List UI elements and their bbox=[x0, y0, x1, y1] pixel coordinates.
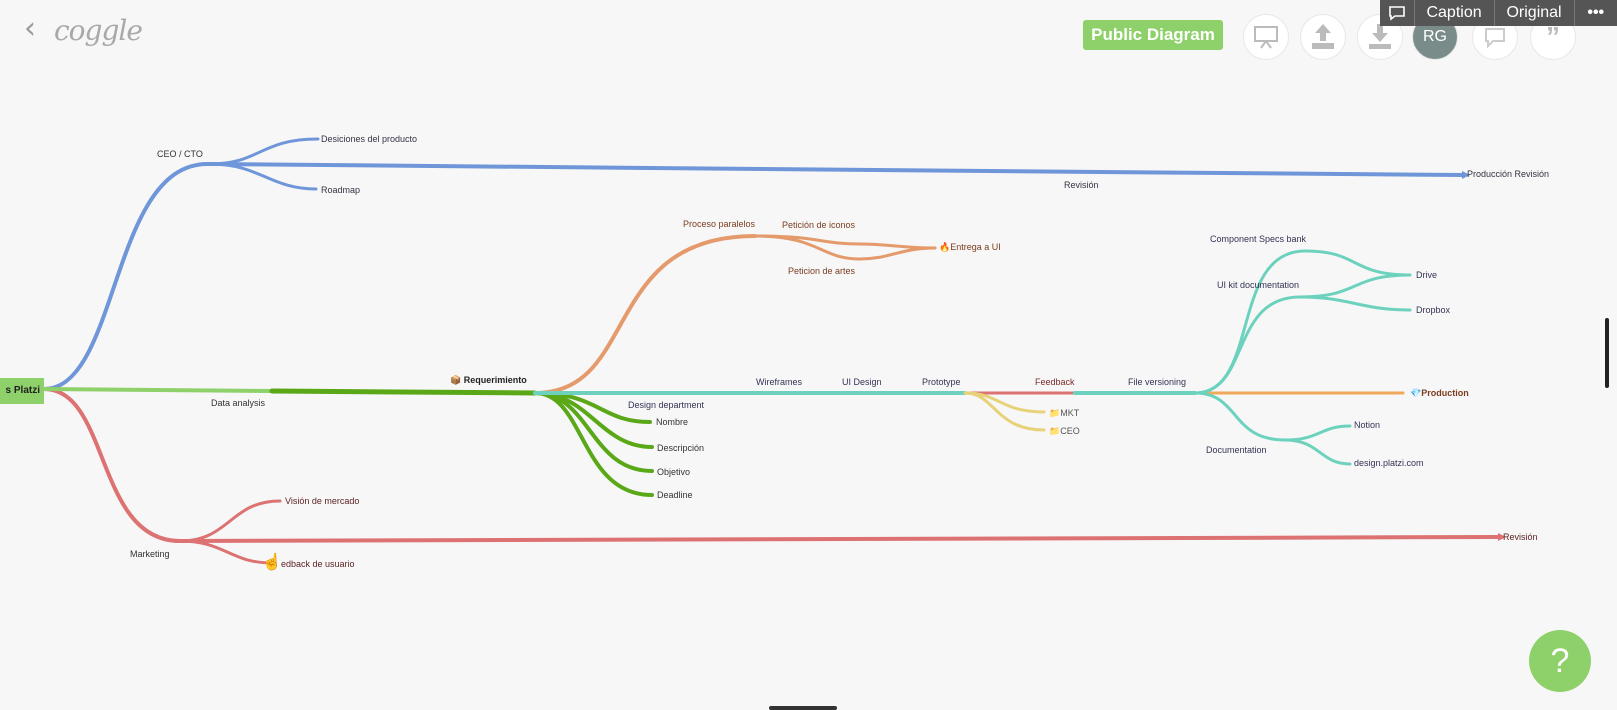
node-ceo2[interactable]: 📁CEO bbox=[1049, 427, 1080, 436]
branch-peticion-iconos[interactable] bbox=[753, 234, 937, 250]
caption-bubble-button[interactable] bbox=[1380, 0, 1415, 26]
vertical-scrollbar[interactable] bbox=[1605, 318, 1609, 388]
gem-emoji: 💎 bbox=[1410, 388, 1422, 398]
arrow-head-top bbox=[1462, 171, 1470, 179]
branch-requerimiento[interactable] bbox=[269, 388, 538, 396]
public-diagram-button[interactable]: Public Diagram bbox=[1083, 20, 1223, 50]
arrow-head-bottom bbox=[1498, 533, 1506, 541]
node-ui-design[interactable]: UI Design bbox=[842, 377, 882, 387]
branch-drive[interactable] bbox=[1298, 249, 1412, 299]
node-data-analysis[interactable]: Data analysis bbox=[211, 398, 266, 408]
original-tab[interactable]: Original bbox=[1495, 0, 1575, 26]
caption-tab[interactable]: Caption bbox=[1415, 0, 1495, 26]
node-wireframes[interactable]: Wireframes bbox=[756, 377, 803, 387]
fire-emoji: 🔥 bbox=[939, 242, 951, 252]
more-options-button[interactable]: ••• bbox=[1587, 4, 1605, 21]
horizontal-scrollbar[interactable] bbox=[769, 706, 837, 710]
node-objetivo[interactable]: Objetivo bbox=[657, 467, 691, 477]
node-peticion-iconos[interactable]: Petición de iconos bbox=[782, 220, 856, 230]
branch-vision[interactable] bbox=[178, 499, 282, 543]
branch-deadline[interactable] bbox=[533, 391, 654, 497]
download-icon bbox=[1369, 24, 1391, 49]
branch-proceso[interactable] bbox=[533, 234, 757, 395]
folder-emoji: 📁 bbox=[1049, 426, 1061, 436]
node-vision[interactable]: Visión de mercado bbox=[285, 496, 360, 506]
node-proceso[interactable]: Proceso paralelos bbox=[683, 219, 756, 229]
node-peticion-artes[interactable]: Peticion de artes bbox=[788, 266, 856, 276]
mkt-label: MKT bbox=[1060, 408, 1080, 418]
presentation-button[interactable] bbox=[1243, 14, 1289, 60]
speech-bubble-icon bbox=[1388, 6, 1405, 21]
share-icon bbox=[1312, 24, 1334, 49]
share-button[interactable] bbox=[1300, 14, 1346, 60]
node-requerimiento[interactable]: 📦 Requerimiento bbox=[450, 376, 527, 385]
folder-emoji: 📁 bbox=[1049, 408, 1061, 418]
hand-cursor-icon: ☝ bbox=[262, 554, 282, 571]
node-produccion-revision[interactable]: Producción Revisión bbox=[1467, 169, 1550, 179]
node-descripcion[interactable]: Descripción bbox=[657, 443, 705, 453]
branch-marketing[interactable] bbox=[42, 387, 182, 543]
branch-revision-top[interactable] bbox=[208, 162, 1464, 177]
avatar-initials: RG bbox=[1423, 28, 1447, 45]
node-production[interactable]: 💎Production bbox=[1410, 389, 1469, 398]
quote-icon: ” bbox=[1546, 21, 1560, 52]
node-roadmap[interactable]: Roadmap bbox=[321, 185, 361, 195]
node-revision-top[interactable]: Revisión bbox=[1064, 180, 1099, 190]
entrega-label: Entrega a UI bbox=[950, 242, 1001, 252]
branch-feedback-usuario[interactable] bbox=[178, 539, 274, 565]
node-design-department[interactable]: Design department bbox=[628, 400, 705, 410]
root-node[interactable]: s Platzi bbox=[0, 378, 44, 404]
branch-revision-bottom[interactable] bbox=[178, 535, 1500, 543]
node-design-platzi[interactable]: design.platzi.com bbox=[1354, 458, 1424, 468]
node-marketing[interactable]: Marketing bbox=[130, 549, 170, 559]
node-documentation[interactable]: Documentation bbox=[1206, 445, 1267, 455]
branch-documentation[interactable] bbox=[1193, 391, 1287, 442]
branch-peticion-artes[interactable] bbox=[753, 234, 937, 261]
branch-ceo-cto[interactable] bbox=[42, 161, 212, 391]
node-mkt[interactable]: 📁MKT bbox=[1049, 409, 1079, 418]
branch-ui-kit[interactable] bbox=[1193, 295, 1302, 395]
production-label: Production bbox=[1421, 388, 1469, 398]
root-label: s Platzi bbox=[5, 385, 40, 396]
branch-component-specs[interactable] bbox=[1193, 249, 1307, 395]
package-emoji: 📦 bbox=[450, 375, 462, 385]
node-desiciones[interactable]: Desiciones del producto bbox=[321, 134, 418, 144]
node-entrega[interactable]: 🔥Entrega a UI bbox=[939, 243, 1001, 252]
node-feedback[interactable]: Feedback bbox=[1035, 377, 1075, 387]
node-ui-kit[interactable]: UI kit documentation bbox=[1217, 280, 1300, 290]
help-button[interactable]: ? bbox=[1529, 630, 1591, 692]
branch-ceo2[interactable] bbox=[963, 391, 1046, 432]
speech-bubble-icon bbox=[1485, 28, 1505, 48]
node-component-specs[interactable]: Component Specs bank bbox=[1210, 234, 1307, 244]
branch-data-analysis[interactable] bbox=[42, 387, 274, 393]
requerimiento-label: Requerimiento bbox=[463, 375, 527, 385]
node-ceo-cto[interactable]: CEO / CTO bbox=[157, 149, 203, 159]
node-deadline[interactable]: Deadline bbox=[657, 490, 693, 500]
node-file-versioning[interactable]: File versioning bbox=[1128, 377, 1187, 387]
node-prototype[interactable]: Prototype bbox=[922, 377, 961, 387]
ceo2-label: CEO bbox=[1060, 426, 1080, 436]
top-toolbar: ‹ coggle Public Diagram RG ” Caption Ori… bbox=[0, 0, 1617, 60]
branch-notion[interactable] bbox=[1283, 424, 1352, 442]
coggle-logo[interactable]: coggle bbox=[54, 14, 143, 47]
branch-dropbox[interactable] bbox=[1298, 295, 1412, 312]
branch-roadmap[interactable] bbox=[208, 162, 318, 191]
node-drive[interactable]: Drive bbox=[1416, 270, 1438, 280]
node-notion[interactable]: Notion bbox=[1354, 420, 1381, 430]
node-revision-bottom[interactable]: Revisión bbox=[1503, 532, 1538, 542]
branch-design-platzi[interactable] bbox=[1283, 438, 1352, 466]
node-dropbox[interactable]: Dropbox bbox=[1416, 305, 1451, 315]
presentation-icon bbox=[1254, 26, 1278, 49]
branch-desiciones[interactable] bbox=[208, 137, 320, 166]
video-overlay-bar: Caption Original ••• bbox=[1380, 0, 1617, 26]
back-chevron-icon[interactable]: ‹ bbox=[24, 11, 36, 46]
node-feedback-usuario[interactable]: edback de usuario bbox=[281, 559, 355, 569]
node-nombre[interactable]: Nombre bbox=[656, 417, 689, 427]
